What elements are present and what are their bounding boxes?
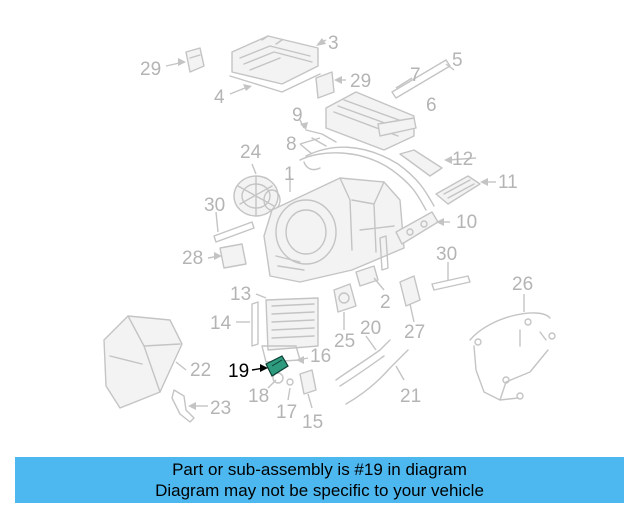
- callout-4: 4: [214, 87, 225, 108]
- part-29-top-bracket: [185, 47, 205, 73]
- callout-5: 5: [452, 50, 463, 71]
- callout-26: 26: [512, 274, 533, 295]
- callout-23: 23: [210, 398, 231, 419]
- callout-17: 17: [276, 402, 297, 423]
- callout-29-top: 29: [140, 59, 161, 80]
- callout-19-highlighted: 19: [228, 361, 249, 382]
- leader-lines: [165, 38, 525, 410]
- callout-7: 7: [410, 65, 421, 86]
- banner-line-disclaimer: Diagram may not be specific to your vehi…: [155, 481, 484, 500]
- part-24-blower-motor: [233, 175, 281, 217]
- callout-21: 21: [400, 386, 421, 407]
- info-banner: Part or sub-assembly is #19 in diagram D…: [15, 457, 624, 503]
- part-29-mid-bracket: [315, 71, 335, 99]
- callout-18: 18: [248, 386, 269, 407]
- banner-line-part-number: Part or sub-assembly is #19 in diagram: [172, 460, 467, 479]
- part-30-left-rod: [213, 221, 255, 243]
- callout-14: 14: [210, 313, 232, 334]
- callout-1: 1: [284, 164, 295, 185]
- callout-16: 16: [310, 346, 331, 367]
- part-27-actuator: [399, 275, 421, 307]
- part-23-bracket: [171, 389, 195, 423]
- callout-2: 2: [380, 292, 391, 313]
- callout-30-left: 30: [204, 195, 225, 216]
- part-5-heater-core-set: [325, 59, 451, 151]
- callout-24: 24: [240, 142, 262, 163]
- part-22-housing-cover: [103, 315, 183, 409]
- part-30-right-rod: [431, 275, 471, 291]
- callout-15: 15: [302, 412, 323, 433]
- callout-10: 10: [456, 212, 477, 233]
- part-25-actuator: [333, 283, 357, 313]
- callout-25: 25: [334, 331, 355, 352]
- part-14-seal-strip: [251, 301, 259, 347]
- part-19-highlighted: [265, 355, 289, 377]
- callout-20: 20: [360, 318, 381, 339]
- callout-3: 3: [328, 33, 339, 54]
- part-12-seal: [399, 149, 443, 177]
- part-1-hvac-housing: [263, 177, 405, 283]
- part-13-evaporator: [265, 297, 319, 351]
- part-11-filter: [435, 175, 481, 205]
- part-26-wiring-harness: [469, 312, 556, 401]
- part-18-17-15-fittings: [272, 369, 317, 395]
- part-10-flap: [395, 211, 439, 245]
- callout-6: 6: [426, 95, 437, 116]
- callout-22: 22: [190, 360, 211, 381]
- callout-9: 9: [292, 105, 303, 126]
- callout-28: 28: [182, 248, 203, 269]
- callout-27: 27: [404, 322, 425, 343]
- callout-29-mid: 29: [350, 71, 371, 92]
- part-28-actuator: [219, 243, 247, 269]
- part-3-filter-cover: [229, 35, 321, 93]
- callout-30-right: 30: [436, 244, 457, 265]
- part-20-21-ac-lines: [335, 339, 409, 405]
- callout-13: 13: [230, 284, 251, 305]
- part-9-8-pipes: [299, 129, 435, 211]
- callout-labels: 29 3 4 29 5 7 6 9 8 24 1 12 11 30 10 28 …: [140, 33, 533, 433]
- part-2-sensor: [355, 235, 389, 287]
- callout-12: 12: [452, 149, 473, 170]
- callout-8: 8: [286, 134, 297, 155]
- callout-11: 11: [498, 172, 518, 193]
